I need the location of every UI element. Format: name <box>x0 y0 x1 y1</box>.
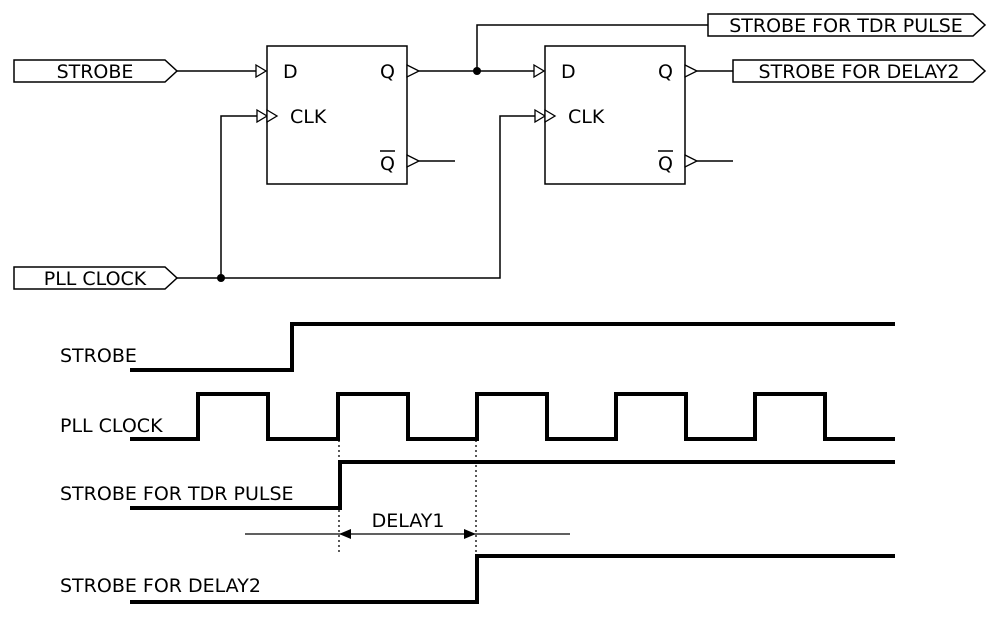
flip-flop-1: D CLK Q Q <box>255 45 421 185</box>
waveform-delay2 <box>130 554 895 604</box>
junction-dot-q1 <box>473 67 481 75</box>
delay1-arrow-left-icon <box>339 529 351 539</box>
delay1-label: DELAY1 <box>372 510 445 532</box>
wave-label-delay2: STROBE FOR DELAY2 <box>60 575 261 597</box>
waveform-pll-clock <box>130 392 895 441</box>
wave-label-strobe: STROBE <box>60 345 137 367</box>
ff2-d-label: D <box>561 61 576 83</box>
input-port-pll-clock: PLL CLOCK <box>13 266 179 290</box>
input-port-pll-clock-label: PLL CLOCK <box>44 268 147 290</box>
wire-ff1-q-to-tdr-output <box>476 24 708 71</box>
ff1-qbar-label: Q <box>380 153 395 175</box>
wire-pll-clock-to-ff2-clk <box>177 115 535 279</box>
ff1-clk-label: CLK <box>290 106 327 128</box>
wave-label-pll-clock: PLL CLOCK <box>60 415 163 437</box>
delay1-arrow-right-icon <box>464 529 476 539</box>
waveform-strobe <box>130 322 895 372</box>
output-port-delay2: STROBE FOR DELAY2 <box>732 59 987 83</box>
output-port-tdr-pulse: STROBE FOR TDR PULSE <box>707 13 987 37</box>
output-port-tdr-pulse-label: STROBE FOR TDR PULSE <box>729 15 963 37</box>
input-port-strobe-label: STROBE <box>57 61 134 83</box>
flip-flop-2: D CLK Q Q <box>533 45 699 185</box>
input-port-strobe: STROBE <box>13 59 179 83</box>
output-port-delay2-label: STROBE FOR DELAY2 <box>759 61 960 83</box>
ff2-q-label: Q <box>658 61 673 83</box>
ff1-q-label: Q <box>380 61 395 83</box>
waveform-tdr-pulse <box>130 460 895 510</box>
delay1-dimension: DELAY1 <box>245 510 570 539</box>
junction-dot-clock <box>217 274 225 282</box>
ff1-qbar-pin-arrow-icon <box>406 153 421 169</box>
ff1-d-label: D <box>283 61 298 83</box>
wave-label-tdr-pulse: STROBE FOR TDR PULSE <box>60 483 294 505</box>
ff1-q-pin-arrow-icon <box>406 63 421 79</box>
timing-reference-lines <box>338 440 477 558</box>
ff2-clk-edge-icon <box>544 108 557 124</box>
wire-pll-clock-to-ff1-clk <box>220 115 257 278</box>
ff1-clk-edge-icon <box>266 108 279 124</box>
ff1-clk-pin-arrow-icon <box>256 108 269 124</box>
ff2-qbar-pin-arrow-icon <box>684 153 699 169</box>
waveforms <box>130 322 895 604</box>
ff2-q-pin-arrow-icon <box>684 63 699 79</box>
ff1-d-pin-arrow-icon <box>255 63 268 79</box>
ff2-qbar-label: Q <box>658 153 673 175</box>
ff2-clk-pin-arrow-icon <box>534 108 547 124</box>
ff2-d-pin-arrow-icon <box>533 63 546 79</box>
ff2-clk-label: CLK <box>568 106 605 128</box>
